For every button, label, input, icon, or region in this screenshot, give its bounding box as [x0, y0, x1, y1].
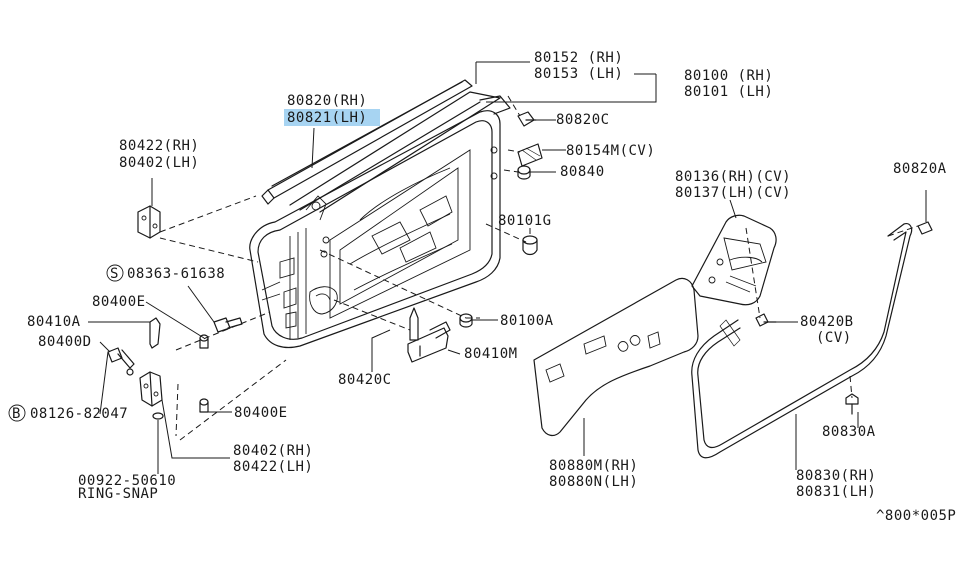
label-80100a[interactable]: 80100A	[500, 313, 554, 329]
label-80402-lh[interactable]: 80402(LH)	[119, 155, 199, 171]
label-80880m[interactable]: 80880M(RH)	[549, 458, 638, 474]
label-80137[interactable]: 80137(LH)(CV)	[675, 185, 791, 201]
label-80840[interactable]: 80840	[560, 164, 605, 180]
label-80420b-cv: (CV)	[816, 330, 852, 346]
label-80136[interactable]: 80136(RH)(CV)	[675, 169, 791, 185]
label-80820a[interactable]: 80820A	[893, 161, 947, 177]
label-80410m[interactable]: 80410M	[464, 346, 518, 362]
door-panel[interactable]	[249, 110, 501, 349]
label-80422-rh[interactable]: 80422(RH)	[119, 138, 199, 154]
assembly-dashed-lines	[159, 95, 919, 441]
clip-80820c[interactable]	[517, 111, 537, 127]
label-08126[interactable]: 08126-82047	[30, 406, 128, 422]
label-80101g[interactable]: 80101G	[498, 213, 552, 229]
screw-80420b[interactable]	[755, 313, 777, 327]
hinge-upper[interactable]	[137, 205, 161, 239]
label-80153[interactable]: 80153 (LH)	[534, 66, 623, 82]
label-80821-selected[interactable]: 80821(LH)	[287, 110, 367, 126]
clip-80820a[interactable]	[917, 221, 933, 235]
seal-80154m[interactable]	[517, 143, 543, 167]
label-80400d[interactable]: 80400D	[38, 334, 92, 350]
label-80830a[interactable]: 80830A	[822, 424, 876, 440]
s-glyph: S	[110, 266, 119, 282]
label-ring-snap: RING-SNAP	[78, 486, 158, 502]
label-80820c[interactable]: 80820C	[556, 112, 610, 128]
label-80880n[interactable]: 80880N(LH)	[549, 474, 638, 490]
bolt-08363[interactable]	[213, 317, 243, 333]
label-80422-lh[interactable]: 80422(LH)	[233, 459, 313, 475]
bracket-80136[interactable]	[691, 214, 777, 306]
grommet-80100a[interactable]	[459, 313, 473, 328]
part-labels: 80152 (RH) 80153 (LH) 80100 (RH) 80101 (…	[27, 50, 956, 524]
trim-panel-80880m[interactable]	[533, 277, 699, 437]
bolt-80400e-bot[interactable]	[199, 398, 209, 413]
label-80830[interactable]: 80830(RH)	[796, 468, 876, 484]
s-symbol-icon: S	[106, 264, 124, 282]
b-glyph: B	[12, 406, 21, 422]
label-80820[interactable]: 80820(RH)	[287, 93, 367, 109]
label-80154m[interactable]: 80154M(CV)	[566, 143, 655, 159]
b-symbol-icon: B	[8, 404, 26, 422]
label-80101[interactable]: 80101 (LH)	[684, 84, 773, 100]
washer-80400d[interactable]	[126, 368, 134, 376]
reference-code: ^800*005P	[876, 508, 956, 524]
clip-80830a[interactable]	[845, 393, 859, 415]
label-80402-rh[interactable]: 80402(RH)	[233, 443, 313, 459]
ring-snap-00922[interactable]	[152, 412, 164, 420]
label-08363[interactable]: 08363-61638	[127, 266, 225, 282]
stopper-80101g[interactable]	[522, 235, 538, 256]
label-80420c[interactable]: 80420C	[338, 372, 392, 388]
door-check-80410m[interactable]	[407, 307, 451, 363]
label-80410a[interactable]: 80410A	[27, 314, 81, 330]
label-80400e-bot[interactable]: 80400E	[234, 405, 288, 421]
label-80400e-top[interactable]: 80400E	[92, 294, 146, 310]
selected-part-highlight	[284, 109, 380, 126]
label-00922[interactable]: 00922-50610	[78, 473, 176, 489]
bolt-80400e-top[interactable]	[199, 334, 209, 349]
label-80100[interactable]: 80100 (RH)	[684, 68, 773, 84]
bolt-08126[interactable]	[107, 347, 135, 369]
label-80420b[interactable]: 80420B	[800, 314, 854, 330]
hinge-lower[interactable]	[139, 317, 163, 407]
leader-lines	[88, 61, 927, 474]
label-80831[interactable]: 80831(LH)	[796, 484, 876, 500]
grommet-80840[interactable]	[517, 165, 531, 180]
weatherstrip-80830[interactable]	[691, 223, 913, 459]
label-80152[interactable]: 80152 (RH)	[534, 50, 623, 66]
